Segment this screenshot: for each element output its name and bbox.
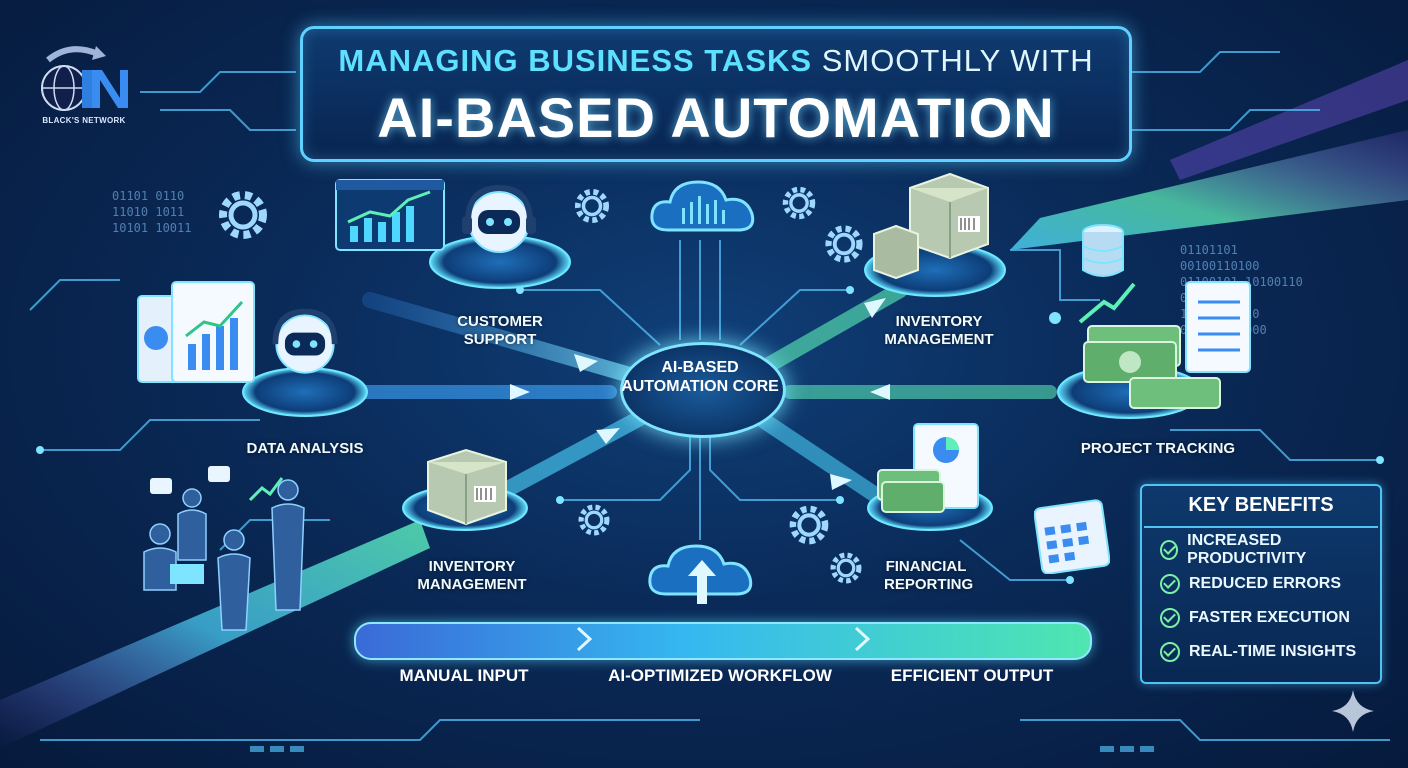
team-collaboration-icon: [143, 466, 305, 631]
benefit-item: INCREASED PRODUCTIVITY: [1160, 532, 1380, 567]
automation-core: [620, 342, 786, 438]
benefit-label: FASTER EXECUTION: [1189, 609, 1350, 626]
sparkle-icon: [1332, 690, 1374, 732]
benefit-item: FASTER EXECUTION: [1160, 606, 1350, 630]
calendar-icon: [1034, 499, 1110, 574]
node-inventory-management-bottom: INVENTORY MANAGEMENT: [417, 558, 527, 593]
benefit-label: INCREASED PRODUCTIVITY: [1187, 532, 1307, 567]
key-benefits-title: KEY BENEFITS: [1188, 494, 1334, 516]
gear-icon: [219, 191, 267, 239]
robot-assistant-icon: [272, 308, 338, 374]
gear-icon-bottom-right: [789, 505, 829, 545]
benefit-label: REDUCED ERRORS: [1189, 575, 1342, 592]
money-checklist-icon: [1078, 281, 1251, 409]
database-icon: [1082, 224, 1124, 277]
gear-icon-right-2: [825, 225, 863, 263]
check-icon: [1160, 642, 1180, 662]
binary-left: 01101 0110 11010 1011 10101 10011: [112, 189, 192, 235]
title-banner: MANAGING BUSINESS TASKS SMOOTHLY WITH AI…: [300, 26, 1132, 162]
node-project-tracking: PROJECT TRACKING: [1080, 440, 1236, 457]
company-logo: [30, 40, 130, 130]
gear-icon-small: [574, 188, 610, 224]
analytics-monitor-icon: [335, 179, 445, 251]
financial-report-icon: [877, 423, 979, 513]
gear-icon-bottom-right-small: [830, 552, 862, 584]
node-data-analysis: DATA ANALYSIS: [246, 440, 364, 457]
stage-manual-input: MANUAL INPUT: [399, 666, 529, 685]
page-title: AI-BASED AUTOMATION: [377, 86, 1055, 149]
check-icon: [1160, 608, 1180, 628]
node-customer-support: CUSTOMER SUPPORT: [457, 313, 543, 348]
dashboard-charts-icon: [137, 281, 255, 383]
workflow-progress-bar: [354, 622, 1092, 660]
title-accent: MANAGING BUSINESS TASKS: [338, 43, 813, 78]
title-plain: SMOOTHLY WITH: [821, 43, 1094, 78]
benefit-label: REAL-TIME INSIGHTS: [1189, 643, 1357, 660]
cloud-upload-icon: [648, 544, 753, 604]
gear-icon-bottom-left: [578, 504, 610, 536]
benefit-item: REAL-TIME INSIGHTS: [1160, 640, 1356, 664]
check-icon: [1160, 574, 1180, 594]
logo-caption: BLACK'S NETWORK: [42, 116, 126, 125]
cloud-icon: [650, 180, 755, 232]
stage-ai-optimized-workflow: AI-OPTIMIZED WORKFLOW: [608, 666, 832, 685]
gear-icon-right-1: [782, 186, 816, 220]
key-benefits-panel: KEY BENEFITS INCREASED PRODUCTIVITY REDU…: [1140, 484, 1382, 684]
robot-headset-icon: [462, 184, 536, 253]
check-icon: [1160, 540, 1179, 560]
package-box-icon: [427, 448, 507, 526]
node-financial-reporting: FINANCIAL REPORTING: [884, 558, 974, 593]
node-inventory-management-top: INVENTORY MANAGEMENT: [884, 313, 994, 348]
stage-efficient-output: EFFICIENT OUTPUT: [890, 666, 1054, 685]
title-line-1: MANAGING BUSINESS TASKS SMOOTHLY WITH: [303, 43, 1129, 79]
benefit-item: REDUCED ERRORS: [1160, 572, 1341, 596]
inventory-boxes-icon: [873, 172, 989, 280]
benefits-divider: [1144, 526, 1378, 528]
automation-core-label: AI-BASED AUTOMATION CORE: [621, 359, 779, 395]
